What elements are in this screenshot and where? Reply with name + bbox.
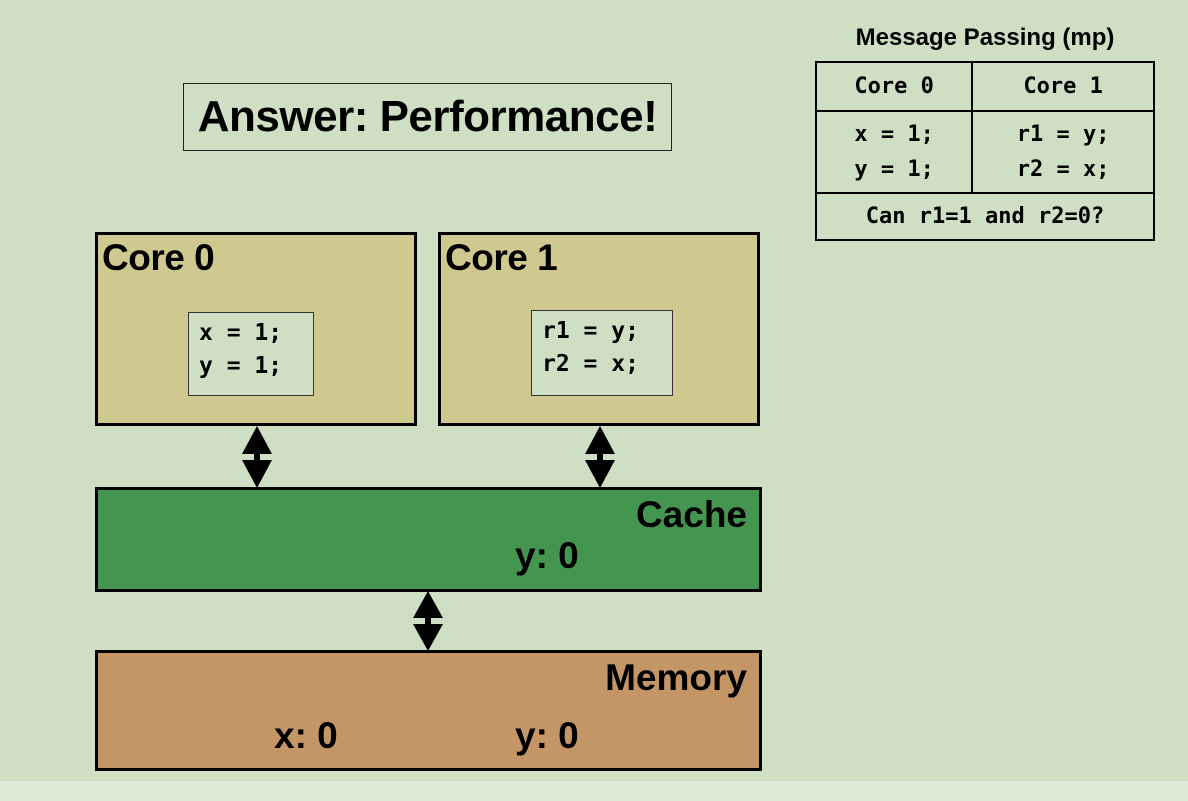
core-1-box: Core 1 r1 = y; r2 = x; [438,232,760,426]
cache-box: Cache y: 0 [95,487,762,592]
mp-code-core-0-line-2: y = 1; [854,157,934,182]
cache-label: Cache [635,494,747,535]
mp-code-core-1-line-2: r2 = x; [1016,157,1110,182]
answer-box: Answer: Performance! [183,83,672,151]
core-0-box: Core 0 x = 1; y = 1; [95,232,417,426]
core-1-cache-arrow [585,426,615,488]
core-0-code: x = 1; y = 1; [188,312,314,396]
mp-header-core-1: Core 1 [971,61,1155,112]
mp-table-title: Message Passing (mp) [855,24,1115,51]
memory-x-value: x: 0 [274,715,338,756]
core-0-title: Core 0 [102,237,215,278]
memory-box: Memory x: 0 y: 0 [95,650,762,771]
mp-code-core-0: x = 1; y = 1; [814,110,974,194]
core-1-code-line-1: r1 = y; [542,318,639,344]
memory-y-value: y: 0 [515,715,579,756]
core-0-cache-arrow [242,426,272,488]
bottom-strip [0,781,1188,801]
core-0-code-line-1: x = 1; [199,320,283,346]
core-1-code-line-2: r2 = x; [542,351,639,377]
mp-table-question-row: Can r1=1 and r2=0? [815,192,1155,241]
mp-code-core-1: r1 = y; r2 = x; [971,110,1155,194]
mp-table: Core 0 Core 1 x = 1; y = 1; r1 = y; r2 = x… [814,61,1155,241]
mp-code-core-1-line-1: r1 = y; [1016,122,1110,147]
mp-question: Can r1=1 and r2=0? [815,192,1155,241]
answer-text: Answer: Performance! [197,92,658,141]
cache-memory-arrow [413,591,443,651]
core-0-code-line-2: y = 1; [199,353,283,379]
mp-code-core-0-line-1: x = 1; [854,122,934,147]
core-1-title: Core 1 [445,237,558,278]
memory-label: Memory [605,657,747,698]
mp-table-header-row: Core 0 Core 1 [814,61,1155,112]
mp-table-code-row: x = 1; y = 1; r1 = y; r2 = x; [814,110,1155,194]
cache-y-value: y: 0 [515,535,579,576]
mp-header-core-0: Core 0 [814,61,974,112]
core-1-code: r1 = y; r2 = x; [531,310,673,396]
